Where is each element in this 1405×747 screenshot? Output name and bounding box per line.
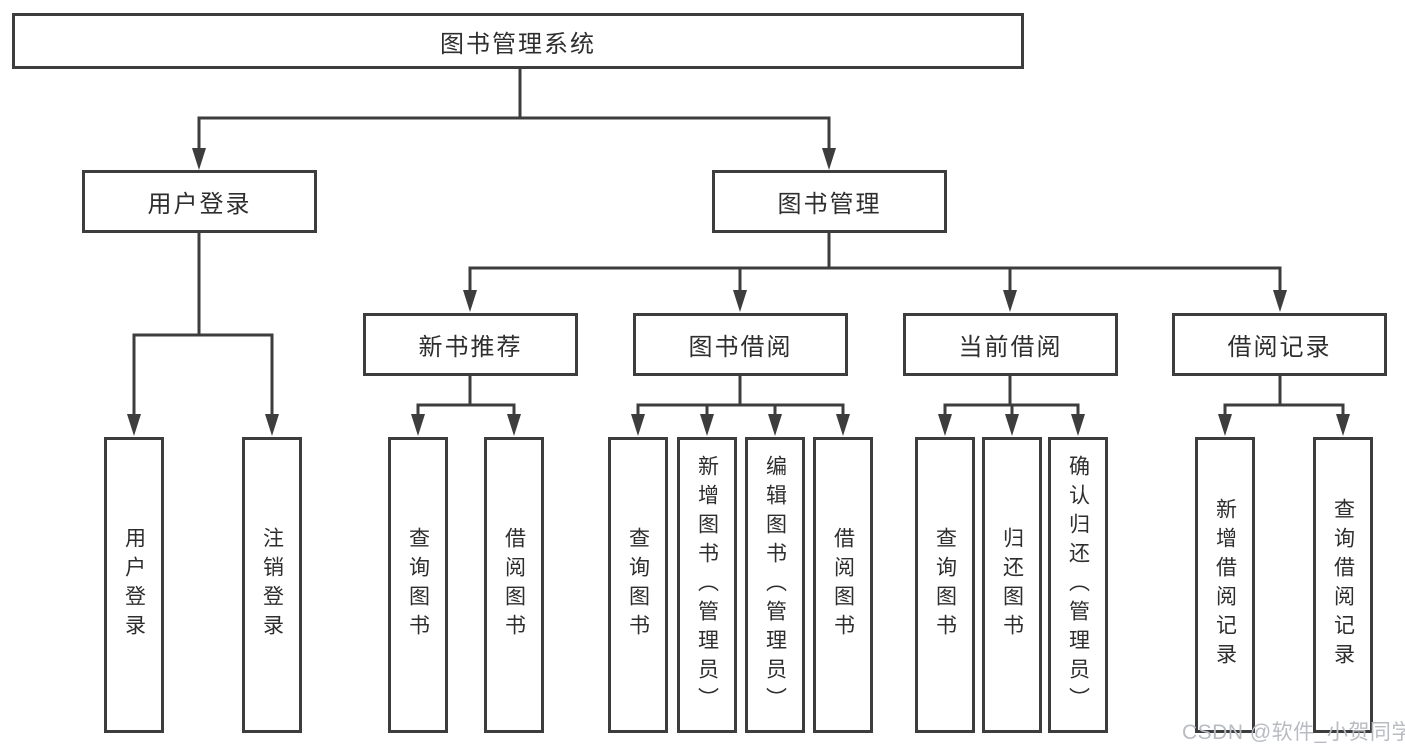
node-root-system: 图书管理系统 xyxy=(12,13,1024,69)
node-current-borrowing: 当前借阅 xyxy=(903,313,1118,376)
node-leaf-query-borrow-record: 查询借阅记录 xyxy=(1313,437,1373,733)
node-leaf-return-book: 归还图书 xyxy=(982,437,1042,733)
connector-lines xyxy=(132,69,1345,422)
node-leaf-query-borrow-record-label: 查询借阅记录 xyxy=(1331,498,1355,672)
node-leaf-query-book-1-label: 查询图书 xyxy=(406,527,430,643)
node-borrowing-records: 借阅记录 xyxy=(1172,313,1387,376)
node-leaf-user-login-label: 用户登录 xyxy=(122,527,146,643)
node-leaf-query-book-3: 查询图书 xyxy=(915,437,975,733)
node-new-book-recommend: 新书推荐 xyxy=(363,313,578,376)
node-leaf-logout: 注销登录 xyxy=(242,437,302,733)
node-book-borrowing: 图书借阅 xyxy=(633,313,848,376)
node-leaf-logout-label: 注销登录 xyxy=(260,527,284,643)
node-leaf-borrow-book-2-label: 借阅图书 xyxy=(831,527,855,643)
node-leaf-query-book-2: 查询图书 xyxy=(608,437,668,733)
node-borrowing-records-label: 借阅记录 xyxy=(1227,334,1332,361)
node-leaf-add-book-admin-label: 新增图书（管理员） xyxy=(695,454,719,716)
node-new-book-recommend-label: 新书推荐 xyxy=(418,334,523,361)
node-leaf-return-book-label: 归还图书 xyxy=(1000,527,1024,643)
node-leaf-add-borrow-record: 新增借阅记录 xyxy=(1195,437,1255,733)
node-leaf-borrow-book-1: 借阅图书 xyxy=(484,437,544,733)
node-book-management-label: 图书管理 xyxy=(777,191,882,218)
node-book-management: 图书管理 xyxy=(712,170,947,233)
csdn-watermark: CSDN @软件_小贺同学 xyxy=(1182,721,1405,744)
node-leaf-user-login: 用户登录 xyxy=(104,437,164,733)
node-leaf-borrow-book-1-label: 借阅图书 xyxy=(502,527,526,643)
node-user-login-label: 用户登录 xyxy=(147,191,252,218)
node-leaf-query-book-3-label: 查询图书 xyxy=(933,527,957,643)
node-leaf-edit-book-admin: 编辑图书（管理员） xyxy=(745,437,805,733)
node-leaf-add-book-admin: 新增图书（管理员） xyxy=(677,437,737,733)
node-leaf-query-book-1: 查询图书 xyxy=(388,437,448,733)
node-root-label: 图书管理系统 xyxy=(440,30,596,58)
node-leaf-edit-book-admin-label: 编辑图书（管理员） xyxy=(763,454,787,716)
node-user-login: 用户登录 xyxy=(82,170,317,233)
node-book-borrowing-label: 图书借阅 xyxy=(688,334,793,361)
node-leaf-add-borrow-record-label: 新增借阅记录 xyxy=(1213,498,1237,672)
node-leaf-borrow-book-2: 借阅图书 xyxy=(813,437,873,733)
node-current-borrowing-label: 当前借阅 xyxy=(958,334,1063,361)
node-leaf-confirm-return-admin-label: 确认归还（管理员） xyxy=(1066,454,1090,716)
node-leaf-query-book-2-label: 查询图书 xyxy=(626,527,650,643)
node-leaf-confirm-return-admin: 确认归还（管理员） xyxy=(1048,437,1108,733)
arrowhead-icons xyxy=(127,148,1350,436)
